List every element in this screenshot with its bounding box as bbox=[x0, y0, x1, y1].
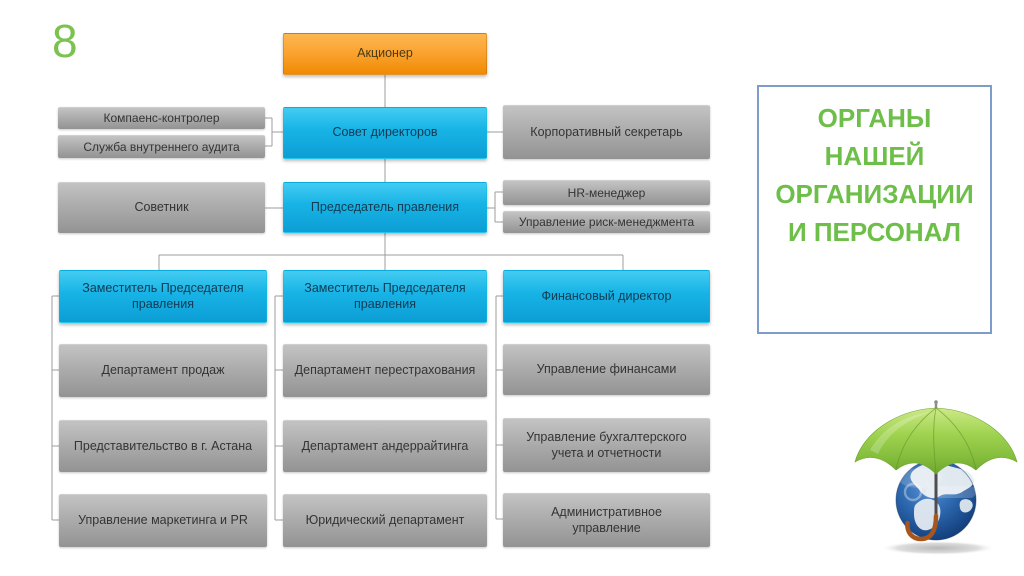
node-label: Акционер bbox=[357, 46, 413, 61]
node-deputy-chairman-1: Заместитель Председателя правления bbox=[59, 270, 267, 323]
node-label: Департамент перестрахования bbox=[294, 363, 476, 378]
node-shareholder: Акционер bbox=[283, 33, 487, 75]
node-sales-department: Департамент продаж bbox=[59, 344, 267, 397]
node-label: Департамент андеррайтинга bbox=[301, 438, 469, 453]
node-accounting-reporting-department: Управление бухгалтерского учета и отчетн… bbox=[503, 418, 710, 472]
slide-title-card: ОРГАНЫ НАШЕЙ ОРГАНИЗАЦИИ И ПЕРСОНАЛ bbox=[757, 85, 992, 334]
watermark bbox=[903, 482, 976, 502]
node-label: Финансовый директор bbox=[541, 288, 672, 303]
page-number: 8 bbox=[52, 15, 78, 67]
node-administrative-department: Административное управление bbox=[503, 493, 710, 547]
node-internal-audit: Служба внутреннего аудита bbox=[58, 135, 265, 158]
node-label: Служба внутреннего аудита bbox=[83, 139, 240, 154]
node-label: Управление маркетинга и PR bbox=[78, 513, 248, 528]
node-label: Юридический департамент bbox=[305, 513, 465, 528]
node-reinsurance-department: Департамент перестрахования bbox=[283, 344, 487, 397]
node-label: Советник bbox=[134, 200, 189, 215]
slide-title-line: ОРГАНЫ bbox=[817, 103, 932, 133]
node-corporate-secretary: Корпоративный секретарь bbox=[503, 105, 710, 159]
node-label: Управление бухгалтерского учета и отчетн… bbox=[526, 430, 687, 460]
umbrella-globe-logo bbox=[854, 400, 1018, 555]
node-hr-manager: HR-менеджер bbox=[503, 180, 710, 205]
node-label: Заместитель Председателя правления bbox=[304, 281, 466, 311]
node-label: Управление финансами bbox=[536, 362, 677, 377]
node-label: Представительство в г. Астана bbox=[73, 438, 253, 453]
node-label: Административное управление bbox=[551, 505, 662, 535]
node-financial-director: Финансовый директор bbox=[503, 270, 710, 323]
node-risk-management: Управление риск-менеджмента bbox=[503, 211, 710, 233]
node-label: Заместитель Председателя правления bbox=[82, 281, 244, 311]
node-deputy-chairman-2: Заместитель Председателя правления bbox=[283, 270, 487, 323]
node-label: Компаенс-контролер bbox=[103, 111, 220, 126]
logo-shadow bbox=[880, 541, 996, 555]
node-advisor: Советник bbox=[58, 182, 265, 233]
node-underwriting-department: Департамент андеррайтинга bbox=[283, 420, 487, 472]
node-label: Управление риск-менеджмента bbox=[518, 215, 695, 230]
node-astana-representative-office: Представительство в г. Астана bbox=[59, 420, 267, 472]
node-compliance-controller: Компаенс-контролер bbox=[58, 107, 265, 129]
slide-title-line: И ПЕРСОНАЛ bbox=[787, 217, 962, 247]
node-label: Департамент продаж bbox=[101, 363, 225, 378]
node-label: Председатель правления bbox=[310, 199, 460, 214]
node-finance-department: Управление финансами bbox=[503, 344, 710, 395]
umbrella-handle bbox=[905, 513, 939, 542]
node-marketing-pr-department: Управление маркетинга и PR bbox=[59, 494, 267, 547]
node-legal-department: Юридический департамент bbox=[283, 494, 487, 547]
slide-title-line: НАШЕЙ bbox=[824, 141, 925, 171]
umbrella-canopy bbox=[854, 400, 1018, 475]
slide-title-line: ОРГАНИЗАЦИИ bbox=[775, 179, 974, 209]
node-label: HR-менеджер bbox=[567, 185, 646, 200]
node-label: Корпоративный секретарь bbox=[530, 124, 683, 139]
node-management-board-chairman: Председатель правления bbox=[283, 182, 487, 233]
node-label: Совет директоров bbox=[332, 125, 438, 140]
node-board-of-directors: Совет директоров bbox=[283, 107, 487, 159]
